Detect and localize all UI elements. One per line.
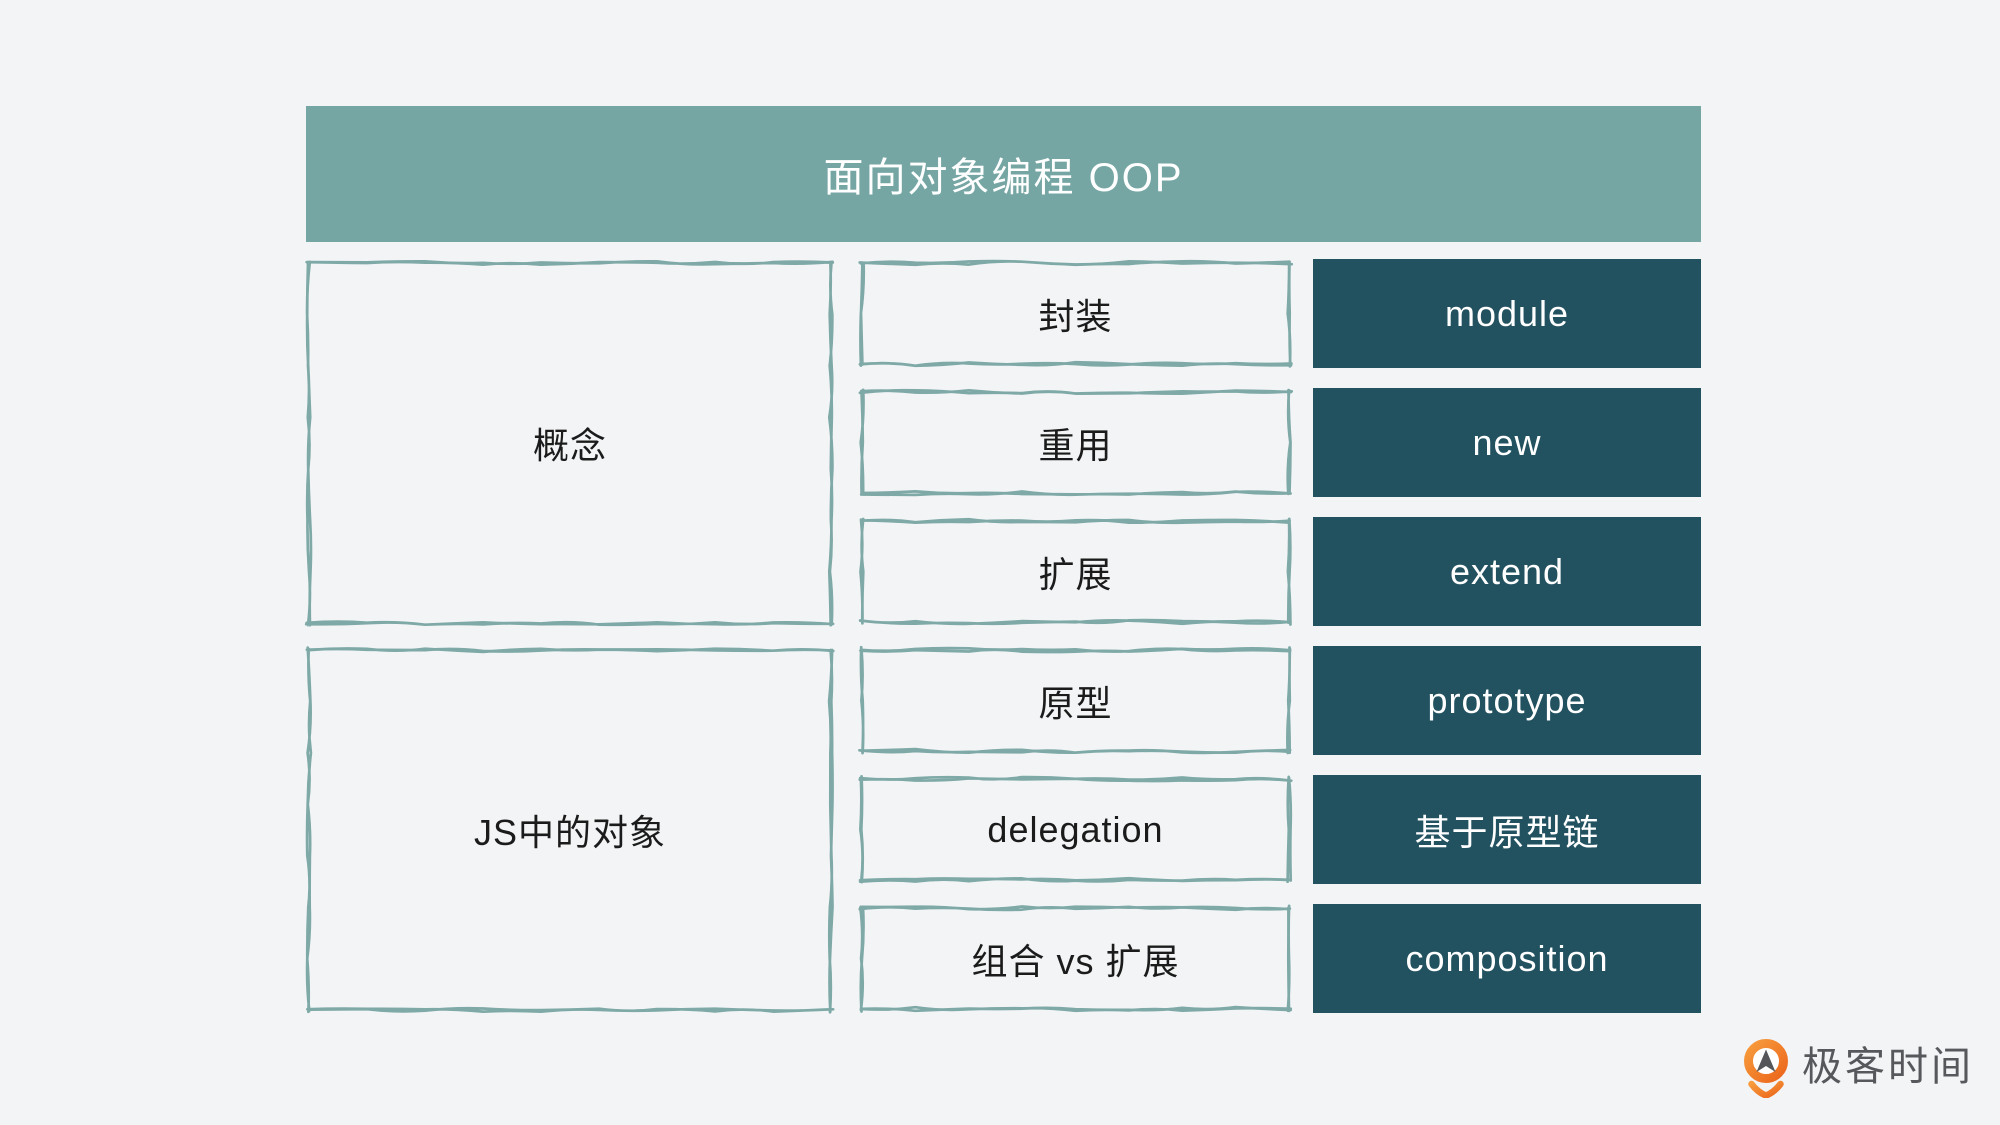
- implementation-label: extend: [1449, 550, 1565, 592]
- js-implementation-box: extend: [1313, 517, 1701, 626]
- concept-box: 封装: [858, 259, 1294, 368]
- group-label: 概念: [532, 425, 607, 466]
- implementation-label: module: [1444, 292, 1570, 334]
- diagram-title: 面向对象编程 OOP: [823, 156, 1184, 200]
- geektime-logo-text: 极客时间: [1802, 1045, 1974, 1089]
- js-implementation-box: composition: [1313, 904, 1701, 1013]
- concept-box: 重用: [858, 388, 1294, 497]
- implementation-label: composition: [1405, 937, 1609, 979]
- group-label: JS中的对象: [473, 812, 666, 853]
- concept-box: 扩展: [858, 517, 1293, 626]
- implementation-label: prototype: [1427, 679, 1587, 721]
- concept-label: 组合 vs 扩展: [971, 940, 1180, 982]
- geektime-logo-icon: [1744, 1039, 1788, 1098]
- concept-box: 原型: [858, 645, 1293, 755]
- js-implementation-box: prototype: [1313, 646, 1701, 755]
- diagram-title-bar: 面向对象编程 OOP: [306, 106, 1701, 242]
- concept-label: 扩展: [1038, 553, 1113, 595]
- concept-box: 组合 vs 扩展: [858, 904, 1293, 1013]
- concept-box: delegation: [858, 774, 1293, 884]
- concept-label: 原型: [1038, 682, 1113, 724]
- group-box-concepts: 概念: [304, 259, 835, 627]
- geektime-logo: 极客时间: [1742, 1036, 1974, 1098]
- concept-label: 重用: [1038, 424, 1113, 466]
- js-implementation-box: module: [1313, 259, 1701, 368]
- group-box-js-objects: JS中的对象: [305, 646, 835, 1014]
- js-implementation-box: 基于原型链: [1313, 775, 1701, 884]
- js-implementation-box: new: [1313, 388, 1701, 497]
- concept-label: 封装: [1038, 295, 1113, 337]
- implementation-label: 基于原型链: [1414, 811, 1600, 853]
- implementation-label: new: [1472, 421, 1542, 463]
- concept-label: delegation: [987, 808, 1164, 850]
